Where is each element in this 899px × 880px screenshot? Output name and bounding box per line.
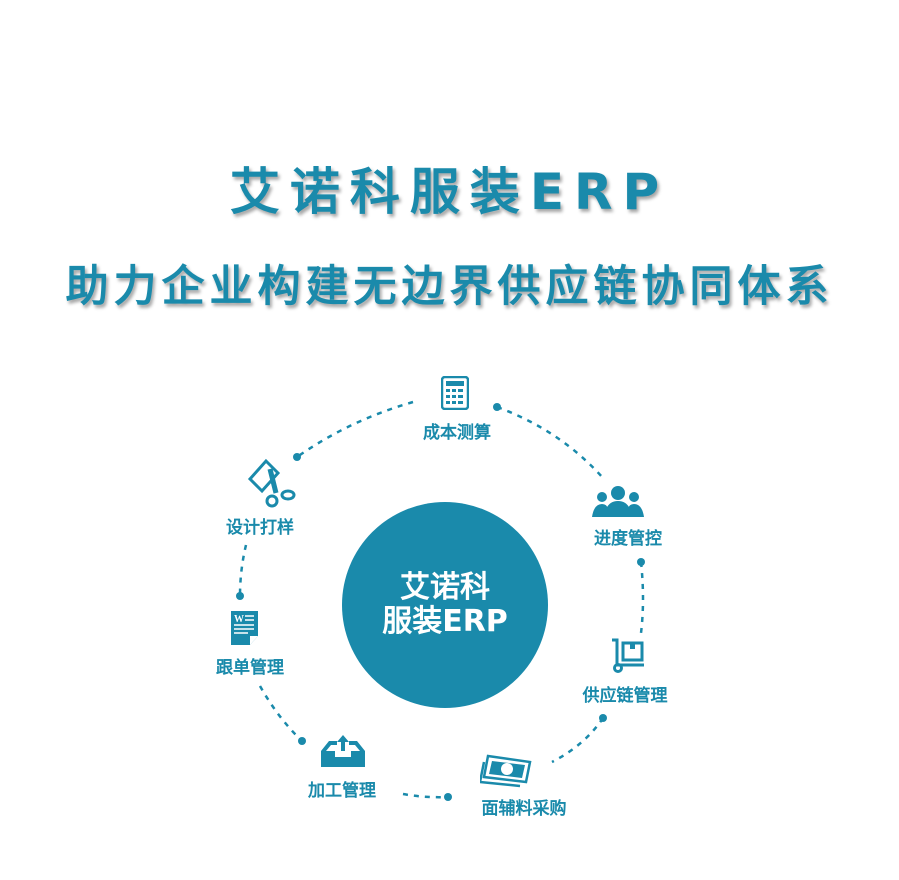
hand-truck-icon xyxy=(612,638,644,673)
module-cost-estimate: 成本测算 xyxy=(423,423,491,443)
money-icon xyxy=(480,754,532,788)
inbox-icon xyxy=(321,735,365,767)
page-title: 艾诺科服装ERP xyxy=(229,163,670,221)
center-circle: 艾诺科 服装ERP xyxy=(342,502,548,708)
module-processing: 加工管理 xyxy=(308,781,376,801)
module-progress-control: 进度管控 xyxy=(594,529,662,549)
module-supply-chain: 供应链管理 xyxy=(582,686,668,706)
center-line-1: 艾诺科 xyxy=(400,570,490,605)
center-line-2: 服装ERP xyxy=(382,604,508,639)
module-material-purchase: 面辅料采购 xyxy=(481,799,567,819)
document-icon: W xyxy=(231,611,258,645)
module-order-tracking: 跟单管理 xyxy=(216,658,284,678)
page-subtitle: 助力企业构建无边界供应链协同体系 xyxy=(65,262,834,312)
calculator-icon xyxy=(441,376,469,410)
tag-scissors-icon xyxy=(247,458,296,508)
module-design-sampling: 设计打样 xyxy=(226,518,294,538)
team-icon xyxy=(592,486,644,517)
svg-text:W: W xyxy=(234,614,244,625)
